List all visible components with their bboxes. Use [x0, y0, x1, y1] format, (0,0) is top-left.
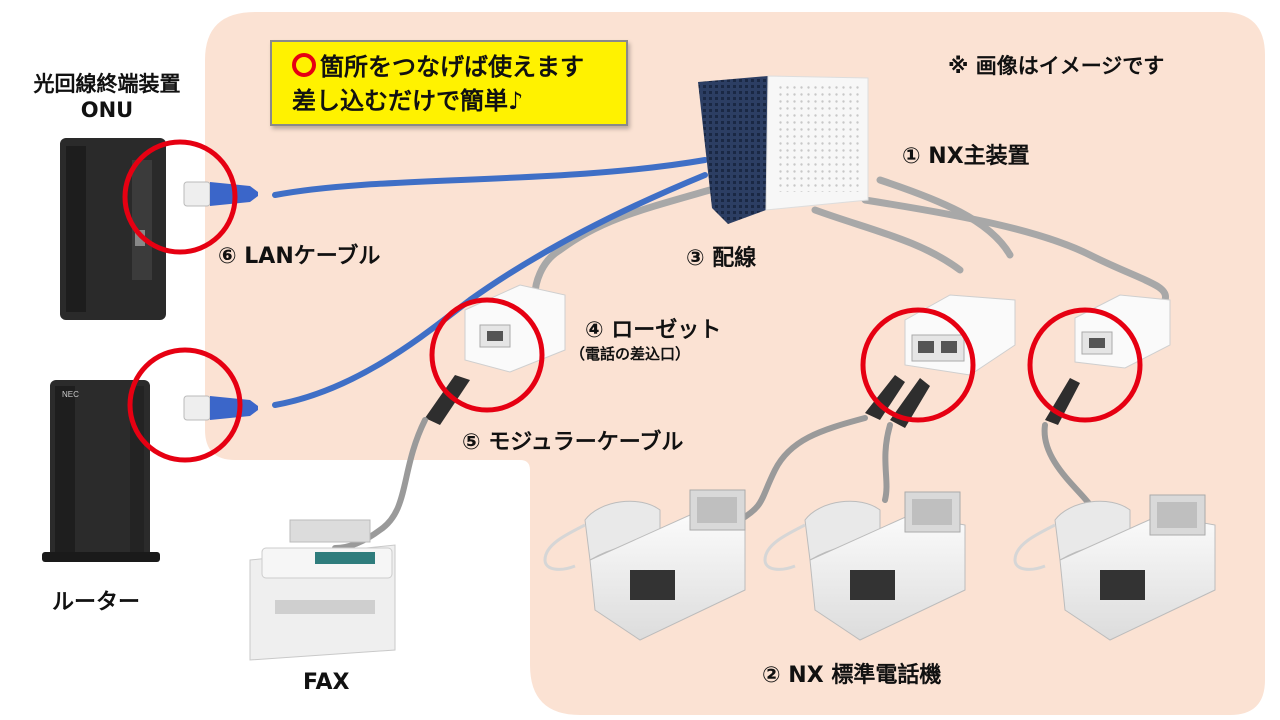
- nx-main-unit: [698, 75, 869, 224]
- rosette-sublabel: （電話の差込口）: [570, 345, 691, 363]
- phone-3: [1013, 494, 1216, 641]
- wiring-gray: [531, 176, 1169, 304]
- router-brand-logo: NEC: [62, 390, 79, 399]
- modular-cables: [332, 415, 1093, 551]
- red-circle-icon: [292, 53, 316, 77]
- phones-label: ② NX 標準電話機: [762, 663, 942, 688]
- highlight-rosette-dual: [860, 307, 976, 423]
- lan-cables: [272, 157, 708, 408]
- onu-device: [60, 138, 166, 320]
- lan-plug-router: [183, 395, 258, 421]
- highlight-onu: [122, 139, 238, 255]
- fax-machine: [249, 519, 396, 661]
- rosette-dual: [904, 294, 1016, 376]
- router-label: ルーター: [52, 590, 141, 615]
- phone-1: [543, 489, 746, 641]
- onu-label-line-2: ONU: [80, 98, 134, 122]
- modular-cable-label: ⑤ モジュラーケーブル: [462, 430, 684, 455]
- router-device: NEC: [42, 380, 160, 562]
- highlight-router: [127, 347, 243, 463]
- wiring-label: ③ 配線: [686, 246, 757, 271]
- main-unit-label: ① NX主装置: [902, 144, 1030, 169]
- highlight-rosette-single: [1027, 307, 1143, 423]
- lan-cable-label: ⑥ LANケーブル: [218, 244, 381, 269]
- modular-plugs: [425, 375, 1080, 428]
- fax-label: FAX: [303, 670, 350, 695]
- callout-line-1: 箇所をつなげば使えます: [320, 53, 584, 81]
- onu-label: 光回線終端装置 ONU: [22, 68, 192, 122]
- callout-box: 箇所をつなげば使えます 差し込むだけで簡単♪: [270, 40, 628, 126]
- rosette-label: ④ ローゼット: [585, 318, 722, 343]
- phone-2: [763, 491, 966, 641]
- connection-highlights: [122, 139, 1143, 463]
- image-note: ※ 画像はイメージです: [948, 54, 1165, 78]
- highlight-rosette-fax: [429, 297, 545, 413]
- callout-line-2: 差し込むだけで簡単♪: [292, 87, 524, 115]
- onu-label-line-1: 光回線終端装置: [33, 72, 181, 96]
- background-panel: [205, 12, 1265, 715]
